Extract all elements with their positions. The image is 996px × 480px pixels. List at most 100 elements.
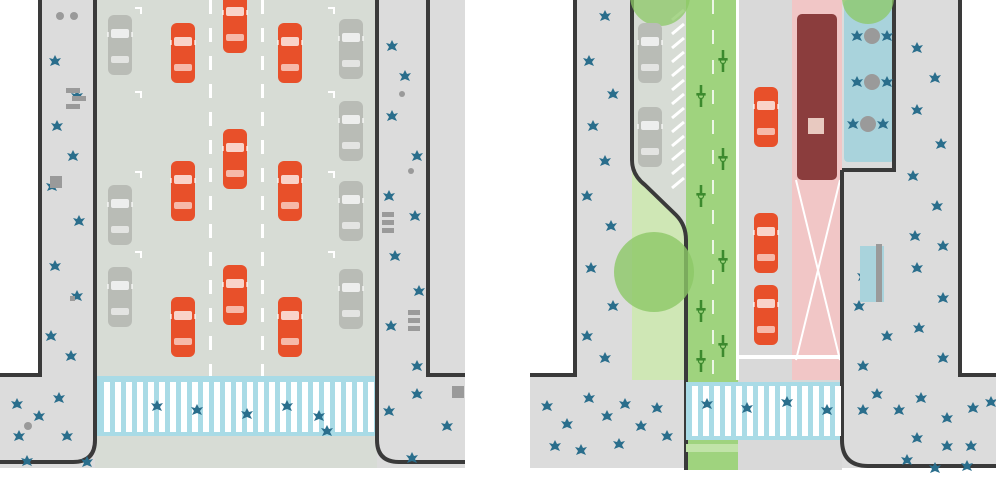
lane-dash — [261, 28, 264, 42]
crosswalk-stripe — [703, 386, 709, 436]
parking-tick — [135, 171, 142, 178]
buffer-hatch — [671, 78, 685, 92]
buffer-hatch — [671, 176, 685, 190]
streetcar — [797, 14, 837, 180]
bench-icon — [382, 220, 394, 225]
parking-tick — [328, 171, 335, 178]
street-furniture-before — [24, 12, 464, 430]
car-icon — [222, 265, 248, 325]
crosswalk-stripe — [126, 382, 132, 432]
bench-icon — [66, 88, 80, 93]
bench-icon — [408, 310, 420, 315]
bike-lane-dash — [712, 150, 714, 164]
lane-dash — [209, 28, 212, 42]
bench-icon — [408, 318, 420, 323]
car-icon — [170, 23, 196, 83]
car-icon — [170, 161, 196, 221]
tree-icon — [842, 0, 894, 24]
bike-lane-dash — [712, 180, 714, 194]
utility-box-icon — [452, 386, 464, 398]
parked-car-icon — [107, 15, 133, 75]
lane-dash — [209, 252, 212, 266]
car-icon — [222, 129, 248, 189]
buffer-hatch — [671, 22, 685, 36]
curb-right-after — [840, 0, 996, 468]
parking-tick — [135, 91, 142, 98]
crosswalk-stripe — [324, 382, 330, 432]
bike-lane-dash — [712, 120, 714, 134]
parked-car-icon — [107, 185, 133, 245]
bench-icon — [382, 212, 394, 217]
buffer-hatch — [671, 162, 685, 176]
bike-lane-dash — [712, 30, 714, 44]
bench-icon — [408, 326, 420, 331]
crosswalk-stripe — [225, 382, 231, 432]
crosswalk-stripe — [346, 382, 352, 432]
lane-dash — [261, 280, 264, 294]
post-icon — [399, 91, 405, 97]
buffer-hatch — [671, 36, 685, 50]
parked-car-icon — [338, 19, 364, 79]
lane-dash — [209, 224, 212, 238]
lane-dash — [209, 0, 212, 14]
transit-cross-hatch — [795, 179, 841, 361]
crosswalk-stripe — [291, 382, 297, 432]
crosswalk-stripe — [148, 382, 154, 432]
crosswalk-stripe — [104, 382, 110, 432]
bike-lane-dash — [712, 90, 714, 104]
bike-lane-dash — [712, 330, 714, 344]
crosswalk-stripe — [835, 386, 841, 436]
crosswalk-stripe — [313, 382, 319, 432]
lane-dash — [261, 84, 264, 98]
crosswalk-stripe — [236, 382, 242, 432]
buffer-hatch — [671, 50, 685, 64]
lane-dash — [209, 196, 212, 210]
car-icon — [170, 297, 196, 357]
lane-dash — [261, 112, 264, 126]
crosswalk-stripe — [269, 382, 275, 432]
crosswalk-stripe — [758, 386, 764, 436]
crosswalk-stripe — [714, 386, 720, 436]
crosswalk-stripe — [170, 382, 176, 432]
lane-dash — [209, 308, 212, 322]
curb-left-before — [0, 0, 97, 464]
lane-dash — [261, 308, 264, 322]
crosswalk-stripe — [203, 382, 209, 432]
crosswalk-stripe — [159, 382, 165, 432]
bike-lane-dash — [712, 60, 714, 74]
crosswalk-stripe — [181, 382, 187, 432]
crosswalk-stripe — [115, 382, 121, 432]
bench-icon — [72, 96, 86, 101]
post-icon — [408, 168, 414, 174]
utility-box-icon — [50, 176, 62, 188]
lane-dash — [209, 280, 212, 294]
parked-car-icon — [338, 269, 364, 329]
crosswalk-stripe — [335, 382, 341, 432]
tree-icon — [614, 232, 694, 312]
buffer-hatch — [671, 134, 685, 148]
lane-dash — [261, 168, 264, 182]
panel-after — [530, 0, 996, 473]
crosswalk-stripe — [813, 386, 819, 436]
curb-left-after — [530, 0, 688, 470]
crosswalk-stripe — [280, 382, 286, 432]
crosswalk-stripe — [258, 382, 264, 432]
crosswalk-stripe — [247, 382, 253, 432]
tree-icon — [630, 0, 690, 26]
cafe-table-icon — [864, 74, 880, 90]
parking-tick — [135, 251, 142, 258]
crosswalk-stripe — [368, 382, 374, 432]
bench-icon — [66, 104, 80, 109]
post-icon — [24, 422, 32, 430]
parking-tick — [328, 91, 335, 98]
streetcar-icon — [797, 14, 837, 180]
parked-car-icon — [107, 267, 133, 327]
lane-dash — [209, 364, 212, 378]
buffer-hatch — [671, 120, 685, 134]
crosswalk-stripe — [302, 382, 308, 432]
lane-dash — [261, 196, 264, 210]
bike-lane-edge — [736, 0, 739, 380]
lane-dash — [209, 140, 212, 154]
crosswalk-stripe — [769, 386, 775, 436]
